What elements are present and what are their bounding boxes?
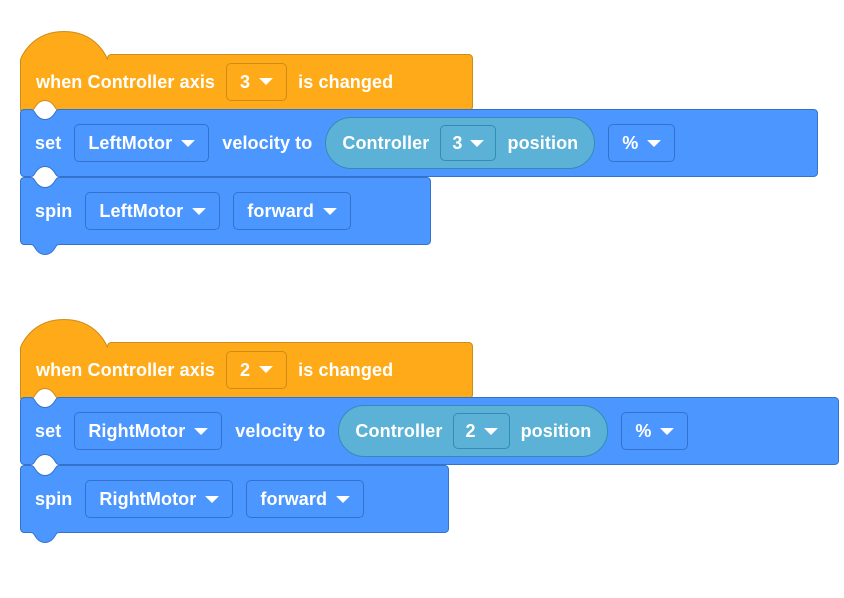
- hat-axis-value: 3: [240, 71, 251, 92]
- reporter-axis-dropdown[interactable]: 3: [440, 125, 497, 161]
- chevron-down-icon: [259, 78, 274, 85]
- chevron-down-icon: [483, 427, 498, 435]
- hat-label-suffix: is changed: [298, 359, 394, 380]
- chevron-down-icon: [181, 139, 196, 147]
- hat-label-suffix: is changed: [298, 71, 394, 92]
- reporter-axis-value: 2: [465, 421, 476, 441]
- set-motor-value: RightMotor: [88, 421, 186, 441]
- reporter-suffix-label: position: [520, 421, 592, 441]
- set-unit-dropdown[interactable]: %: [621, 412, 689, 450]
- hat-axis-dropdown[interactable]: 3: [226, 62, 288, 101]
- reporter-axis-dropdown[interactable]: 2: [453, 413, 510, 449]
- set-motor-value: LeftMotor: [88, 133, 173, 153]
- script-stack-left-motor[interactable]: when Controller axis 3 is changed set Le…: [20, 30, 818, 256]
- spin-motor-value: LeftMotor: [99, 201, 184, 221]
- set-unit-dropdown[interactable]: %: [608, 124, 676, 162]
- spin-motor-dropdown[interactable]: RightMotor: [85, 480, 234, 518]
- set-velocity-block[interactable]: set LeftMotor velocity to Controller 3 p…: [20, 109, 818, 177]
- spin-direction-value: forward: [247, 201, 315, 221]
- controller-position-reporter[interactable]: Controller 2 position: [338, 405, 609, 457]
- chevron-down-icon: [470, 139, 485, 147]
- chevron-down-icon: [205, 495, 220, 503]
- hat-label-prefix: when Controller axis: [36, 359, 216, 380]
- spin-keyword-label: spin: [35, 489, 73, 509]
- set-velocity-to-label: velocity to: [235, 421, 326, 441]
- spin-block[interactable]: spin LeftMotor forward: [20, 177, 431, 256]
- set-velocity-to-label: velocity to: [222, 133, 313, 153]
- set-motor-dropdown[interactable]: LeftMotor: [74, 124, 210, 162]
- hat-block-when-controller-axis-changed[interactable]: when Controller axis 2 is changed: [20, 318, 473, 399]
- hat-axis-dropdown[interactable]: 2: [226, 350, 288, 389]
- spin-direction-dropdown[interactable]: forward: [233, 192, 352, 230]
- set-keyword-label: set: [35, 421, 62, 441]
- hat-axis-value: 2: [240, 359, 251, 380]
- spin-keyword-label: spin: [35, 201, 73, 221]
- set-unit-value: %: [635, 421, 652, 441]
- spin-motor-value: RightMotor: [99, 489, 197, 509]
- reporter-suffix-label: position: [507, 133, 579, 153]
- chevron-down-icon: [660, 427, 675, 435]
- spin-direction-value: forward: [260, 489, 328, 509]
- set-keyword-label: set: [35, 133, 62, 153]
- reporter-prefix-label: Controller: [342, 133, 430, 153]
- set-velocity-block[interactable]: set RightMotor velocity to Controller 2 …: [20, 397, 839, 465]
- chevron-down-icon: [194, 427, 209, 435]
- chevron-down-icon: [336, 495, 351, 503]
- set-unit-value: %: [622, 133, 639, 153]
- controller-position-reporter[interactable]: Controller 3 position: [325, 117, 596, 169]
- reporter-prefix-label: Controller: [355, 421, 443, 441]
- chevron-down-icon: [323, 207, 338, 215]
- spin-motor-dropdown[interactable]: LeftMotor: [85, 192, 221, 230]
- chevron-down-icon: [647, 139, 662, 147]
- spin-block[interactable]: spin RightMotor forward: [20, 465, 449, 544]
- hat-label-prefix: when Controller axis: [36, 71, 216, 92]
- set-motor-dropdown[interactable]: RightMotor: [74, 412, 223, 450]
- hat-block-when-controller-axis-changed[interactable]: when Controller axis 3 is changed: [20, 30, 473, 111]
- spin-direction-dropdown[interactable]: forward: [246, 480, 365, 518]
- script-stack-right-motor[interactable]: when Controller axis 2 is changed set Ri…: [20, 318, 839, 544]
- reporter-axis-value: 3: [452, 133, 463, 153]
- chevron-down-icon: [192, 207, 207, 215]
- chevron-down-icon: [259, 366, 274, 373]
